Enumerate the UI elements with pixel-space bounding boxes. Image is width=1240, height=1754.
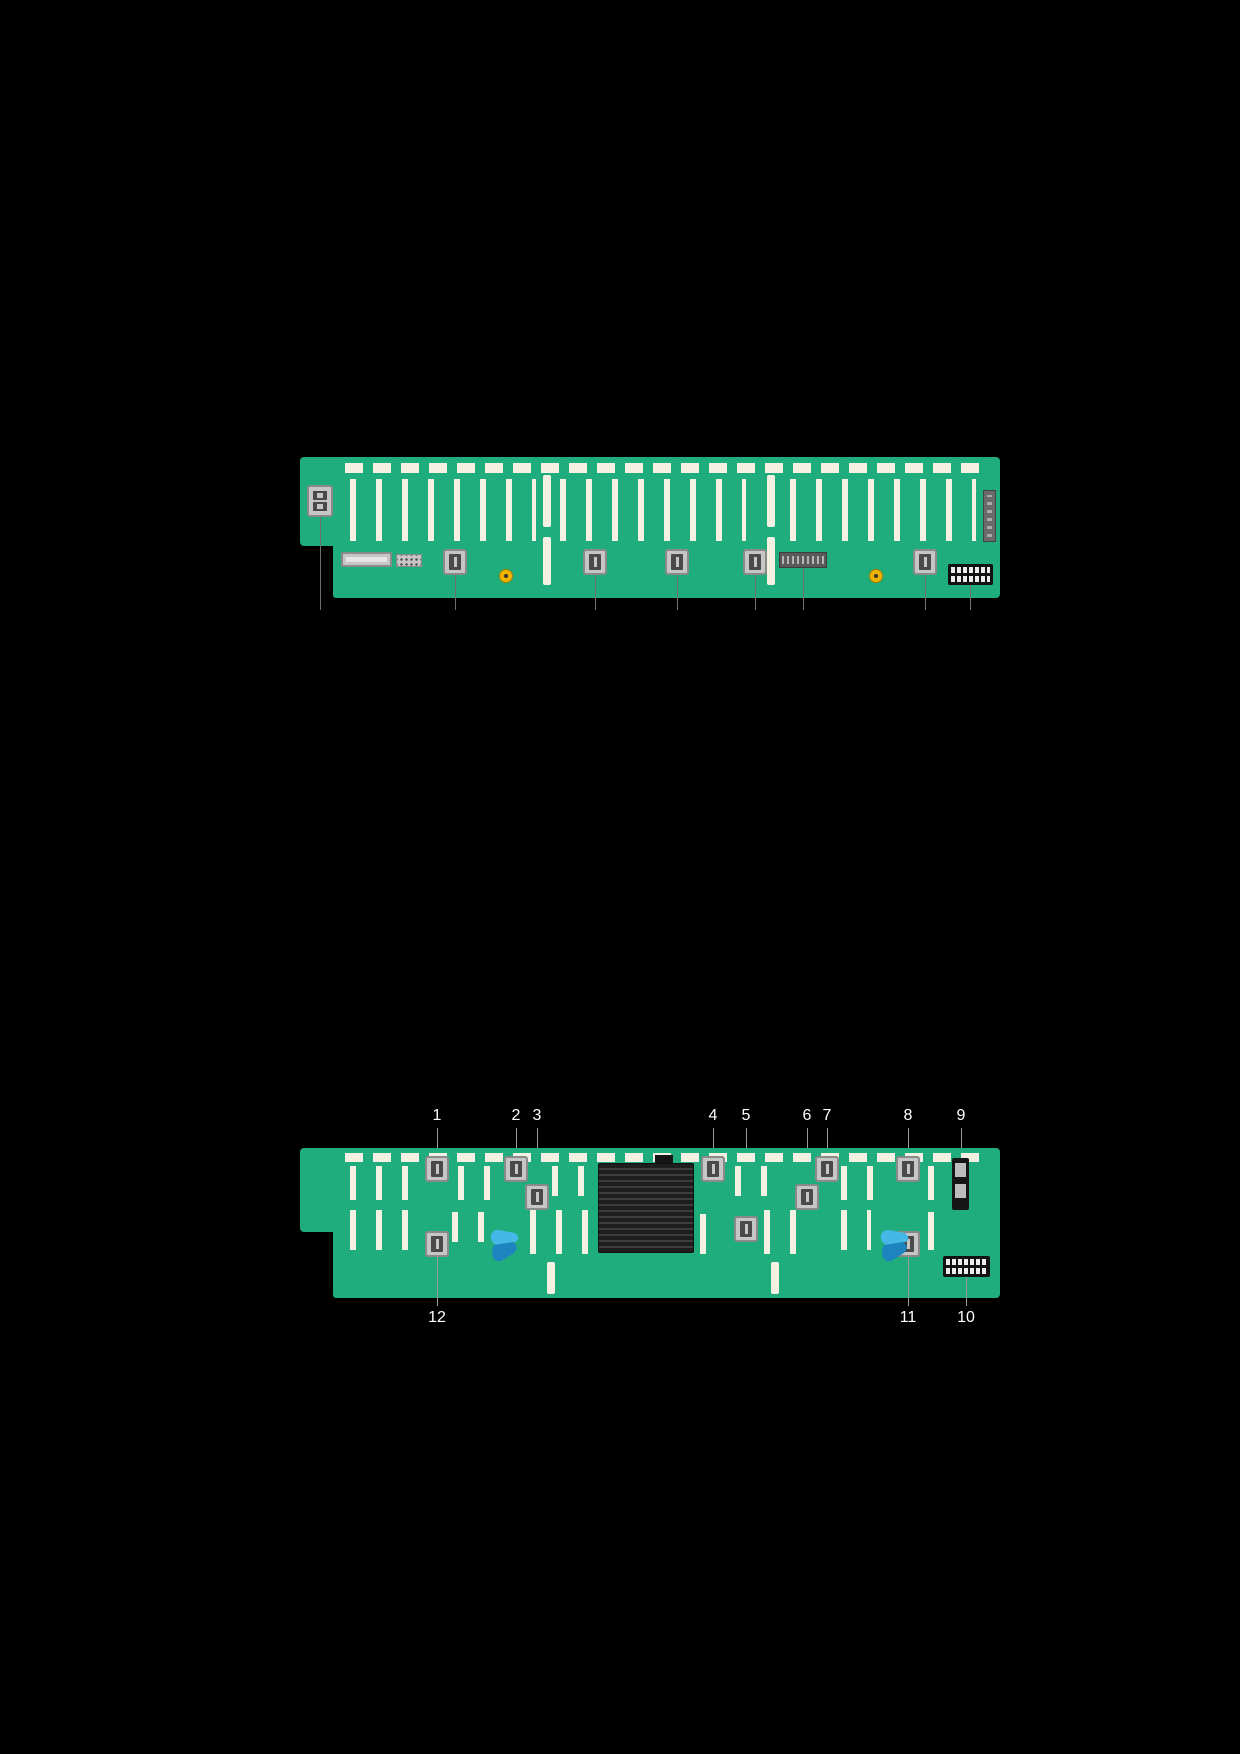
board-slots [552, 1166, 586, 1196]
connector-port [313, 502, 327, 511]
callout-line [320, 517, 321, 610]
drive-slot-group [350, 479, 536, 541]
connector-12-icon [425, 1231, 449, 1257]
heatsink-tab [655, 1155, 673, 1165]
callout-line [755, 575, 756, 610]
callout-label-8: 8 [903, 1107, 913, 1124]
connector-8-icon [896, 1156, 920, 1182]
edge-connector-icon [983, 490, 996, 542]
heatsink [598, 1163, 694, 1253]
connector-6-icon [795, 1184, 819, 1210]
cable-clip-icon [876, 1226, 912, 1264]
callout-label-11: 11 [899, 1309, 917, 1326]
callout-line [437, 1128, 438, 1156]
board-slots [841, 1210, 871, 1250]
sas-connector-e-icon [913, 549, 937, 575]
connector-5-icon [734, 1216, 758, 1242]
board-slots [735, 1166, 769, 1196]
connector-10-power-icon [943, 1256, 990, 1277]
callout-line [966, 1277, 967, 1306]
callout-label-2: 2 [511, 1107, 521, 1124]
connector-2-icon [504, 1156, 528, 1182]
sideband-pin-connector-icon [779, 552, 827, 568]
callout-line [677, 575, 678, 610]
board-cutout [771, 1262, 779, 1294]
board-slots [458, 1166, 492, 1200]
drive-slot-group [560, 479, 746, 541]
cable-clip-glyph [880, 1230, 909, 1262]
board-slots [928, 1166, 936, 1200]
connector-7-icon [815, 1156, 839, 1182]
callout-label-4: 4 [708, 1107, 718, 1124]
top-slot-row [345, 463, 989, 473]
callout-line [437, 1257, 438, 1306]
board-cutout [767, 537, 775, 585]
backplane-front-board [300, 457, 1000, 598]
board-slots [452, 1212, 486, 1242]
callout-label-6: 6 [802, 1107, 812, 1124]
connector-4-icon [701, 1156, 725, 1182]
callout-label-7: 7 [822, 1107, 832, 1124]
callout-line [925, 575, 926, 610]
drive-slot-group [790, 479, 976, 541]
sas-connector-d-icon [743, 549, 767, 575]
connector-port [313, 491, 327, 500]
callout-label-3: 3 [532, 1107, 542, 1124]
cable-clip-glyph [490, 1230, 519, 1262]
callout-line [908, 1128, 909, 1156]
callout-line [908, 1257, 909, 1306]
board-slots [530, 1210, 590, 1254]
callout-line [961, 1128, 962, 1158]
callout-line [713, 1128, 714, 1156]
screw-hole-icon [499, 569, 513, 583]
board-slots [700, 1214, 708, 1254]
sas-connector-a-icon [443, 549, 467, 575]
board-slots [764, 1210, 798, 1254]
jumper-header-icon [396, 554, 422, 567]
board-cutout [767, 475, 775, 527]
callout-label-9: 9 [956, 1107, 966, 1124]
sas-connector-b-icon [583, 549, 607, 575]
callout-label-12: 12 [428, 1309, 446, 1326]
connector-1-icon [425, 1156, 449, 1182]
board-cutout [543, 475, 551, 527]
power-connector-icon [948, 564, 993, 585]
callout-line [455, 575, 456, 610]
callout-line [516, 1128, 517, 1156]
board-cutout [547, 1262, 555, 1294]
callout-line [803, 568, 804, 610]
board-slots [928, 1212, 936, 1250]
callout-label-5: 5 [741, 1107, 751, 1124]
connector-9-icon [952, 1158, 969, 1210]
connector-3-icon [525, 1184, 549, 1210]
screw-hole-icon [869, 569, 883, 583]
signal-bar-connector-icon [341, 552, 392, 567]
cable-clip-icon [486, 1226, 522, 1264]
mini-sas-connector-icon [307, 485, 333, 517]
callout-line [595, 575, 596, 610]
callout-label-1: 1 [432, 1107, 442, 1124]
callout-label-10: 10 [957, 1309, 975, 1326]
board-slots [841, 1166, 889, 1200]
board-cutout [543, 537, 551, 585]
sas-connector-c-icon [665, 549, 689, 575]
callout-line [827, 1128, 828, 1156]
board-slots [350, 1166, 414, 1200]
callout-line [970, 585, 971, 610]
board-slots [350, 1210, 414, 1250]
backplane-back-board [300, 1148, 1000, 1298]
